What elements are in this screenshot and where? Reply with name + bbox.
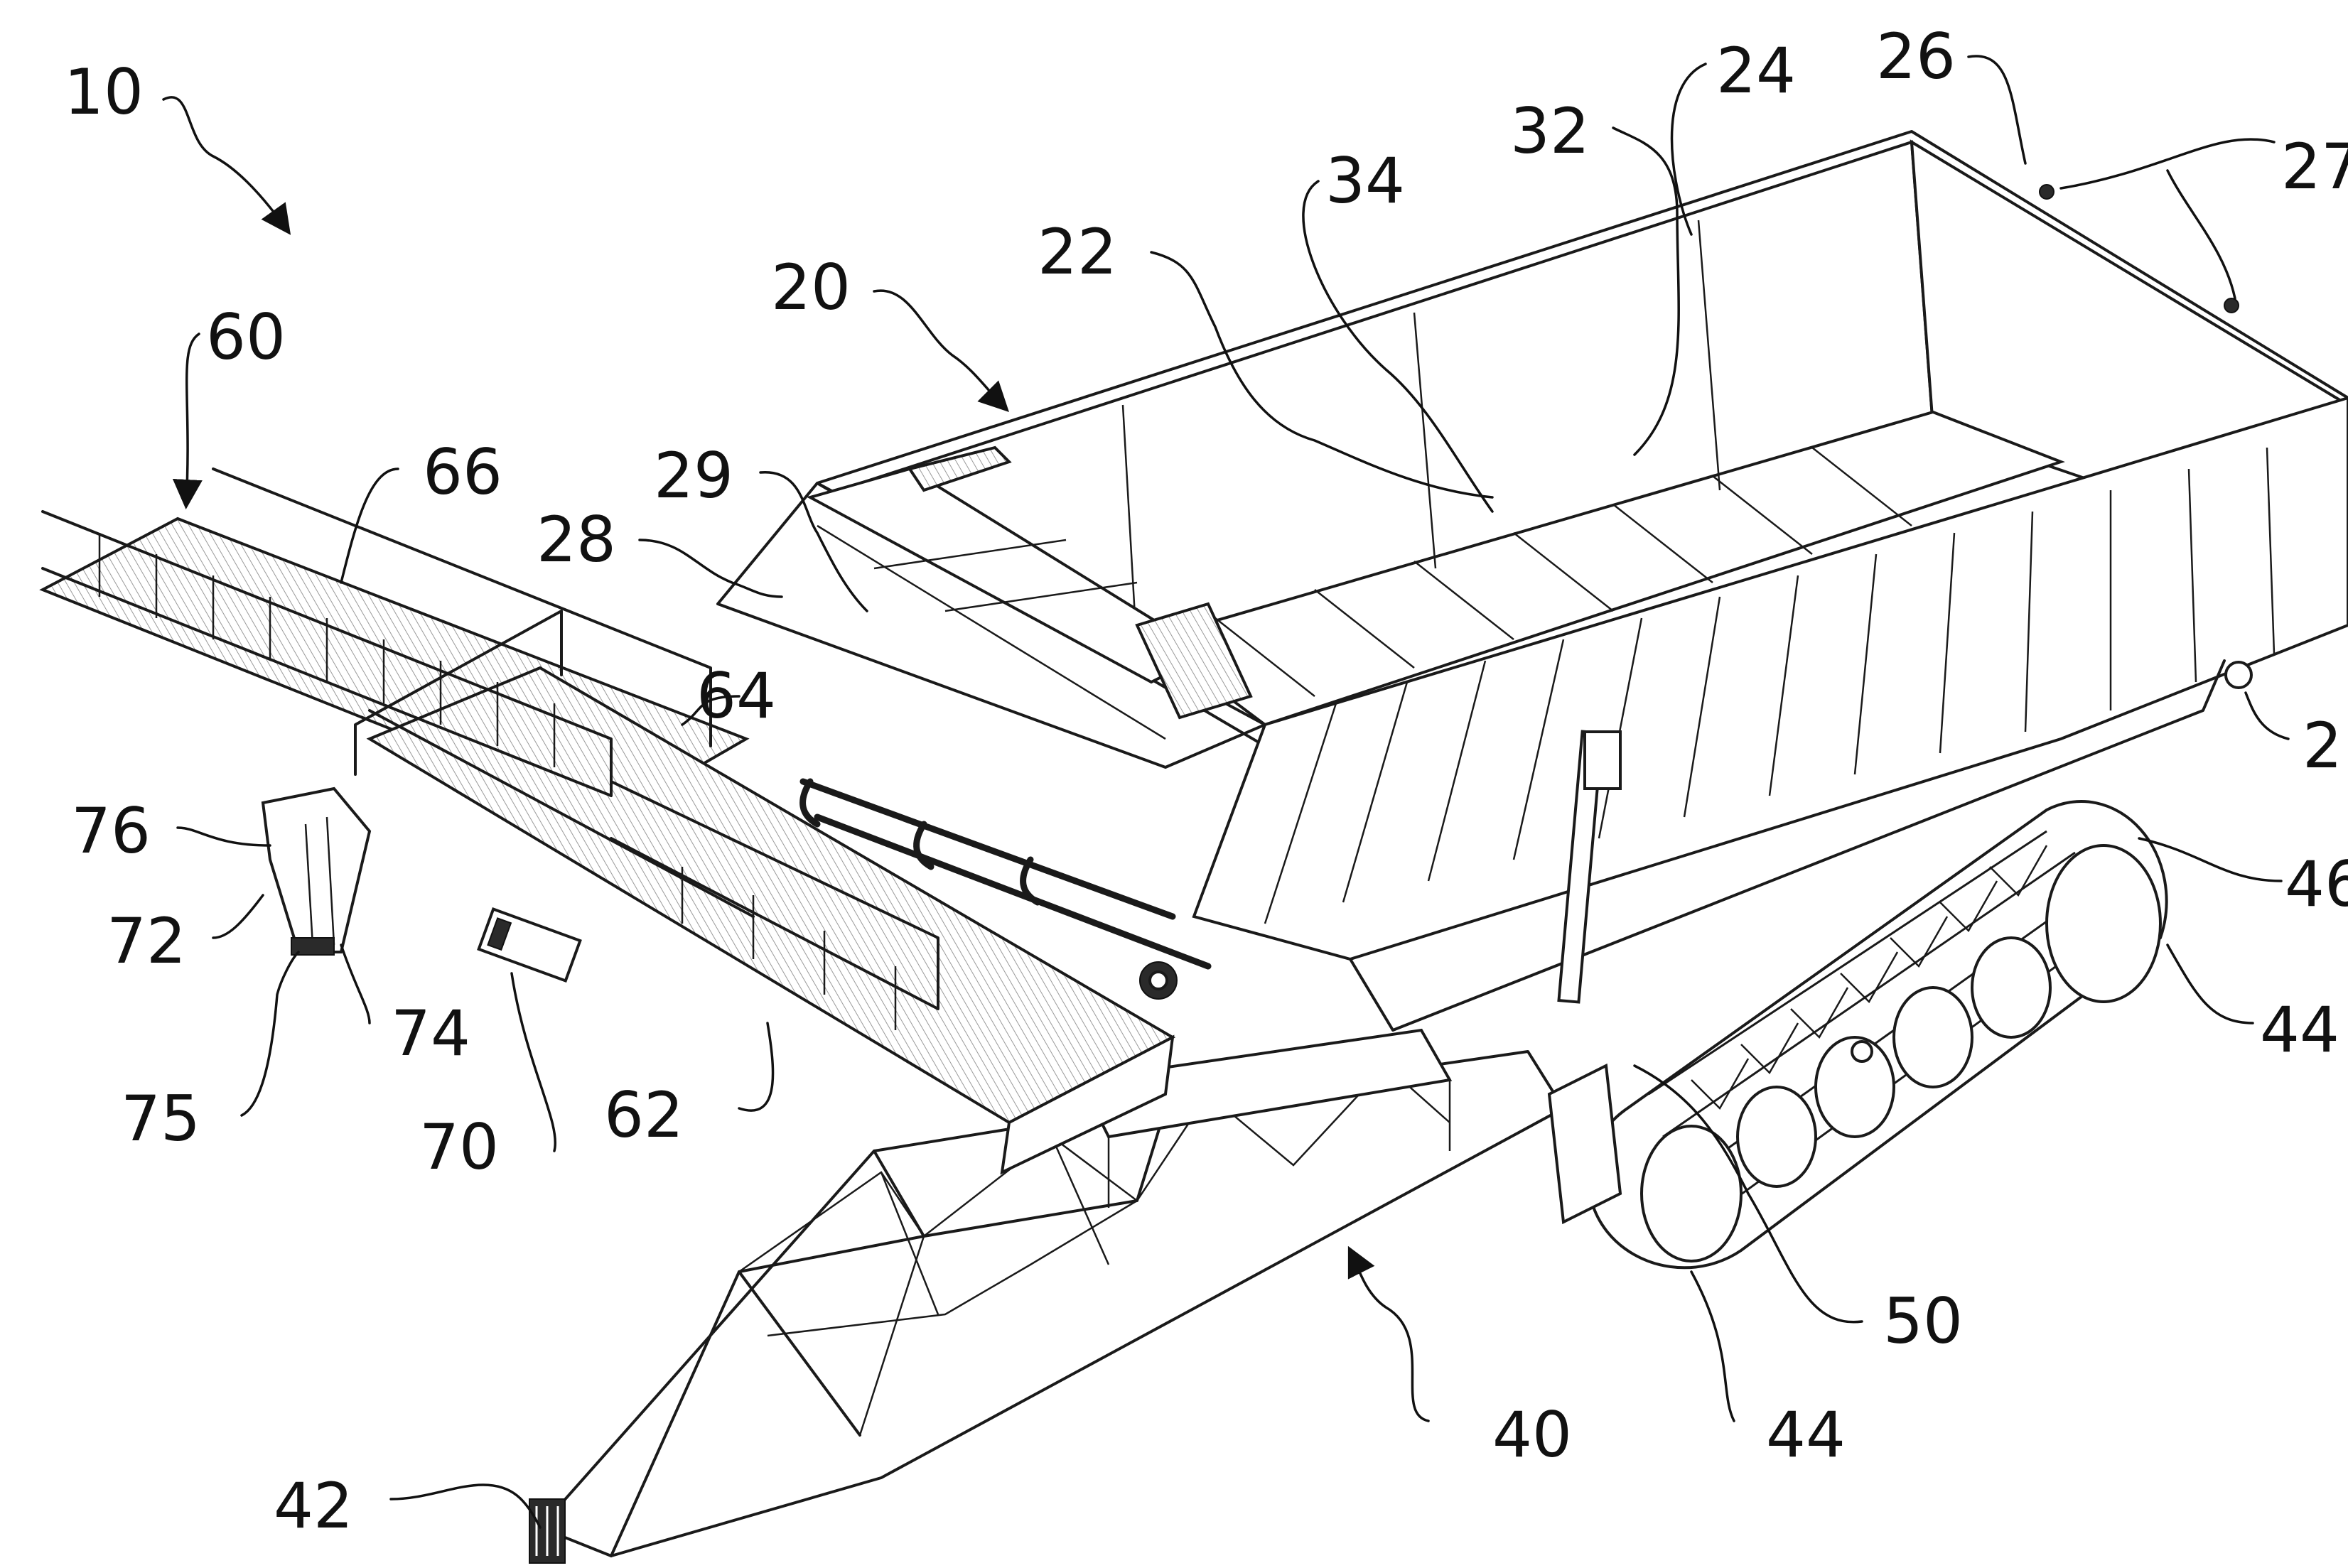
ref-label-44-right: 44 <box>2260 993 2339 1066</box>
ref-label-26: 26 <box>1876 20 1956 93</box>
ref-label-24: 24 <box>1716 34 1796 107</box>
reference-arrows <box>162 96 1430 1422</box>
reference-labels: 10 60 66 29 28 20 22 34 32 24 26 27 64 7… <box>64 20 2348 1542</box>
outfeed-conveyor <box>39 467 1176 1175</box>
ref-label-42: 42 <box>274 1469 353 1542</box>
ref-label-28: 28 <box>537 503 616 576</box>
ref-label-27: 27 <box>2281 130 2348 203</box>
track-chevrons <box>1691 845 2048 1110</box>
ref-label-76: 76 <box>71 794 151 867</box>
ref-label-2: 2 <box>2303 709 2342 782</box>
ref-label-60: 60 <box>206 301 286 374</box>
hopper <box>816 130 2348 1032</box>
ref-label-46: 46 <box>2285 848 2348 921</box>
hitch <box>529 1498 566 1564</box>
ref-label-74: 74 <box>391 997 470 1070</box>
ref-label-66: 66 <box>423 436 502 509</box>
motor <box>477 907 582 983</box>
ref-label-32: 32 <box>1510 94 1590 168</box>
floor-slats <box>1215 447 1912 697</box>
ref-label-29: 29 <box>654 439 733 512</box>
ref-label-10: 10 <box>64 55 144 129</box>
hydraulic-cylinder <box>1547 730 1622 1225</box>
ref-label-72: 72 <box>107 904 186 978</box>
hopper-front <box>716 445 1266 769</box>
guard-rails <box>41 467 939 1030</box>
ref-label-22: 22 <box>1038 215 1117 288</box>
track-assembly <box>1587 800 2168 1270</box>
support-leg <box>261 786 372 956</box>
leader-lines <box>176 55 2290 1529</box>
ref-label-34: 34 <box>1325 144 1405 217</box>
side-wall-ribs <box>1264 447 2276 924</box>
ref-label-44-bottom: 44 <box>1766 1398 1846 1471</box>
ref-label-70: 70 <box>419 1110 499 1184</box>
ref-label-64: 64 <box>696 659 776 732</box>
ref-label-50: 50 <box>1883 1285 1963 1358</box>
ref-label-62: 62 <box>604 1078 684 1152</box>
ref-label-20: 20 <box>771 251 851 324</box>
conveyor-belt <box>799 778 1212 1000</box>
ref-label-40: 40 <box>1492 1398 1572 1471</box>
ref-label-75: 75 <box>121 1082 200 1155</box>
undercarriage-frame <box>539 1028 1565 1557</box>
